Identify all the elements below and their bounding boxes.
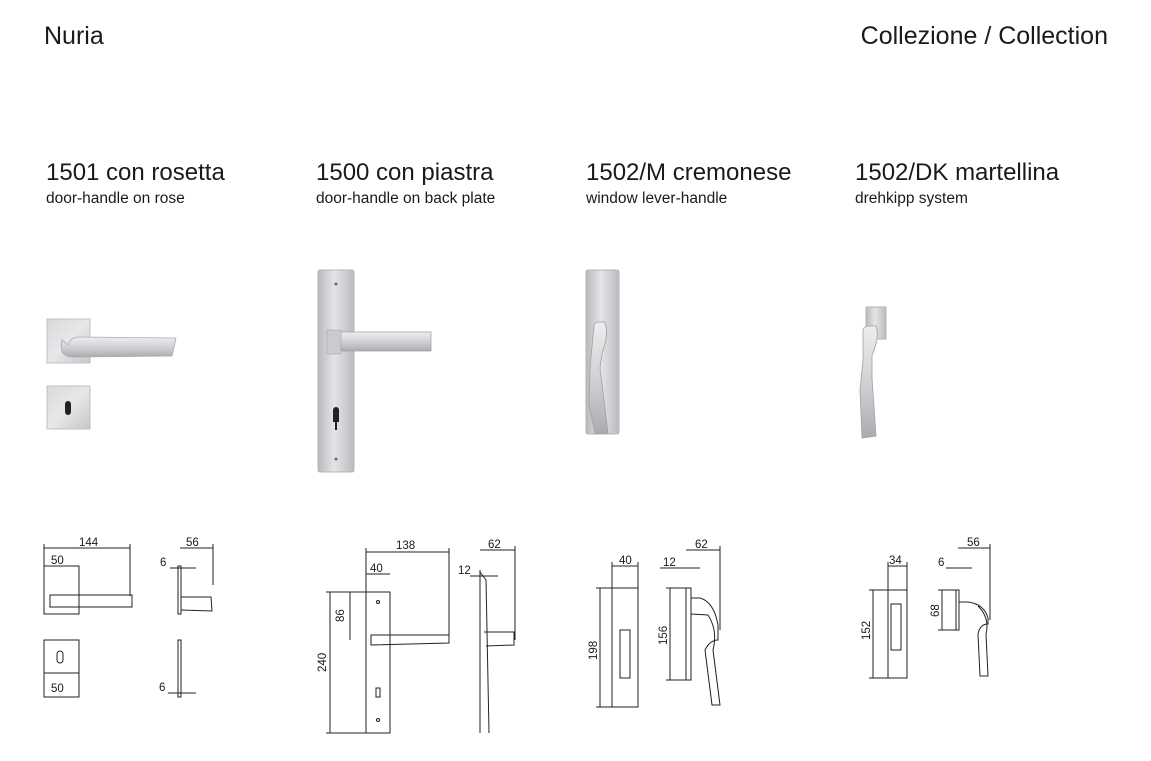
dim-240: 240 <box>317 653 329 672</box>
product-description: window lever-handle <box>586 190 728 207</box>
dim-12: 12 <box>458 565 471 577</box>
product-1502-m: 1502/M cremonese window lever-handle <box>586 158 791 208</box>
dim-56: 56 <box>186 537 199 549</box>
drawing-1502-dk: 34 152 56 6 68 <box>861 537 991 679</box>
dim-86: 86 <box>335 609 347 622</box>
dim-40: 40 <box>370 563 383 575</box>
product-code: 1502/DK martellina <box>855 159 1060 186</box>
dim-62: 62 <box>695 539 708 551</box>
dim-152: 152 <box>861 621 873 640</box>
drawing-1501: 144 50 56 6 50 6 <box>43 537 214 698</box>
dim-138: 138 <box>396 540 415 552</box>
product-photos <box>46 269 887 473</box>
photo-1502-m <box>585 269 620 435</box>
dim-50: 50 <box>51 555 64 567</box>
dim-50b: 50 <box>51 683 64 695</box>
product-code: 1502/M cremonese <box>586 159 792 186</box>
dim-6: 6 <box>938 557 944 569</box>
photo-1502-dk <box>859 306 887 439</box>
product-1502-dk: 1502/DK martellina drehkipp system <box>855 158 1059 208</box>
photo-1500 <box>317 269 432 473</box>
drawing-1502-m: 40 198 62 12 156 <box>588 539 721 708</box>
dim-6b: 6 <box>159 682 165 694</box>
dim-144: 144 <box>79 537 99 549</box>
dim-40: 40 <box>619 555 632 567</box>
dim-62: 62 <box>488 539 501 551</box>
product-description: drehkipp system <box>855 190 968 207</box>
dim-198: 198 <box>588 641 600 660</box>
dim-34: 34 <box>889 555 902 567</box>
product-description: door-handle on back plate <box>316 190 496 207</box>
product-code: 1500 con piastra <box>316 159 494 186</box>
technical-drawings: 144 50 56 6 50 6 138 40 86 <box>43 537 991 734</box>
dim-68: 68 <box>930 604 942 617</box>
dim-12: 12 <box>663 557 676 569</box>
product-1501: 1501 con rosetta door-handle on rose <box>46 158 225 208</box>
photo-1501 <box>46 318 177 430</box>
collection-label: Collezione / Collection <box>860 22 1108 50</box>
dim-156: 156 <box>658 626 670 645</box>
product-description: door-handle on rose <box>46 190 185 207</box>
product-1500: 1500 con piastra door-handle on back pla… <box>316 158 495 208</box>
dim-56: 56 <box>967 537 980 549</box>
product-code: 1501 con rosetta <box>46 159 225 186</box>
brand-name: Nuria <box>44 22 104 50</box>
dim-6: 6 <box>160 557 166 569</box>
drawing-1500: 138 40 86 240 62 12 <box>317 539 516 734</box>
